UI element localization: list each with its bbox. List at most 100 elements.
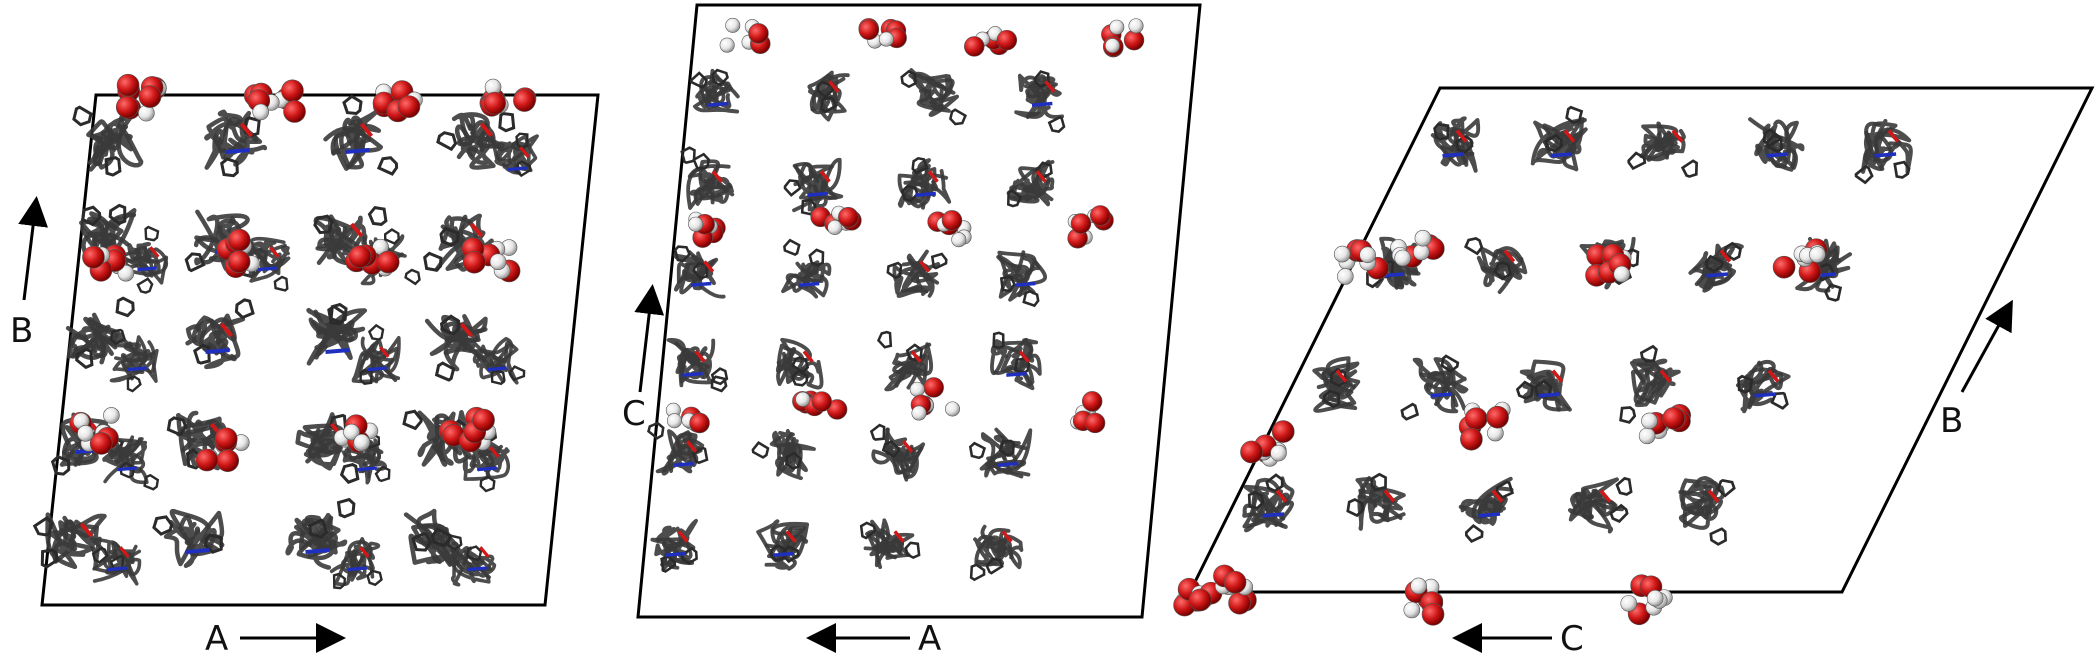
peptide-molecule <box>490 132 539 178</box>
peptide-molecule <box>185 298 255 370</box>
solvent-molecule <box>964 26 1018 57</box>
solvent-molecule <box>345 238 400 277</box>
solvent-molecule <box>195 427 250 472</box>
peptide-molecule <box>329 537 383 590</box>
solvent-molecule <box>1772 238 1828 283</box>
unit-cell-border <box>40 93 600 607</box>
solvent-molecule <box>243 79 306 123</box>
peptide-molecule <box>647 421 709 476</box>
peptide-molecule <box>1312 356 1361 413</box>
peptide-molecule <box>1627 121 1698 178</box>
solvent-layer <box>69 73 537 472</box>
peptide-molecule <box>969 524 1024 582</box>
peptide-molecule <box>1688 241 1744 293</box>
peptide-molecule <box>1014 70 1066 133</box>
solvent-molecule <box>438 406 497 453</box>
peptide-molecule <box>471 336 526 386</box>
solvent-molecule <box>333 414 379 453</box>
axis-a: A <box>205 619 346 654</box>
peptide-molecule <box>351 323 401 385</box>
solvent-molecule <box>909 377 960 421</box>
peptide-molecule <box>285 497 356 570</box>
peptide-molecule <box>323 94 399 176</box>
axis-b: B <box>1940 299 2013 441</box>
peptide-molecule <box>650 518 698 573</box>
peptide-molecule <box>32 512 107 571</box>
solvent-molecule <box>115 73 167 122</box>
solvent-molecule <box>1173 577 1223 617</box>
peptide-molecule <box>1568 476 1633 534</box>
peptide-molecule <box>807 70 850 122</box>
solvent-molecule <box>858 18 907 49</box>
solvent-molecule <box>1403 577 1445 626</box>
unit-cell-border <box>1187 86 2095 594</box>
solvent-molecule <box>216 228 260 278</box>
peptide-molecule <box>1463 236 1528 295</box>
solvent-molecule <box>82 244 135 282</box>
axis-label-c: C <box>1560 619 1584 654</box>
solvent-molecule <box>792 390 848 420</box>
solvent-molecule <box>665 402 710 434</box>
axis-c: C <box>1452 619 1584 654</box>
peptide-molecule <box>897 156 952 210</box>
peptide-molecule <box>1854 118 1913 185</box>
solvent-molecule <box>1070 391 1106 434</box>
axis-a: A <box>806 619 941 654</box>
solvent-molecule <box>1240 420 1295 467</box>
peptide-molecule <box>775 337 824 390</box>
peptide-molecule <box>1515 359 1572 412</box>
peptide-molecule <box>1748 117 1805 172</box>
panel-middle: A C <box>622 3 1202 654</box>
solvent-layer <box>1173 229 1828 626</box>
peptide-molecule <box>446 534 497 587</box>
peptide-molecule <box>65 296 135 370</box>
peptide-molecule <box>996 250 1047 308</box>
peptide-molecule <box>424 314 488 382</box>
axis-label-b: B <box>10 311 33 351</box>
peptide-molecule <box>869 423 926 482</box>
peptide-molecule <box>306 302 368 366</box>
solvent-molecule <box>719 17 771 54</box>
solvent-molecule <box>927 210 972 248</box>
peptide-molecule <box>781 238 832 299</box>
solvent-molecule <box>461 237 521 283</box>
solvent-molecule <box>1067 205 1114 249</box>
molecule-layer <box>32 94 539 590</box>
peptide-molecule <box>859 518 921 570</box>
peptide-molecule <box>1400 354 1469 421</box>
solvent-molecule <box>1213 564 1257 615</box>
peptide-molecule <box>1346 472 1406 531</box>
solvent-molecule <box>1101 18 1145 58</box>
peptide-molecule <box>680 146 735 210</box>
peptide-molecule <box>689 68 740 114</box>
peptide-molecule <box>990 331 1042 391</box>
peptide-molecule <box>1242 473 1295 533</box>
peptide-molecule <box>673 245 726 299</box>
peptide-molecule <box>89 537 142 586</box>
solvent-molecule <box>810 205 862 235</box>
solvent-molecule <box>1620 574 1673 626</box>
peptide-molecule <box>1458 476 1515 543</box>
peptide-molecule <box>1530 105 1588 172</box>
solvent-molecule <box>1390 229 1445 268</box>
peptide-molecule <box>666 338 729 393</box>
molecule-layer <box>1242 105 1913 546</box>
solvent-molecule <box>1458 401 1511 451</box>
peptide-molecule <box>876 330 933 392</box>
solvent-molecule <box>688 211 726 248</box>
peptide-molecule <box>102 435 160 491</box>
peptide-molecule <box>204 109 268 178</box>
peptide-molecule <box>152 508 225 568</box>
solvent-molecule <box>1333 239 1389 285</box>
peptide-molecule <box>1619 344 1681 424</box>
solvent-molecule <box>372 80 423 123</box>
peptide-molecule <box>1006 159 1055 208</box>
peptide-molecule <box>783 157 844 216</box>
peptide-molecule <box>968 427 1033 479</box>
peptide-molecule <box>1430 116 1481 173</box>
peptide-molecule <box>756 519 810 571</box>
peptide-molecule <box>900 68 968 126</box>
axis-label-a: A <box>205 619 228 654</box>
solvent-molecule <box>69 407 120 455</box>
